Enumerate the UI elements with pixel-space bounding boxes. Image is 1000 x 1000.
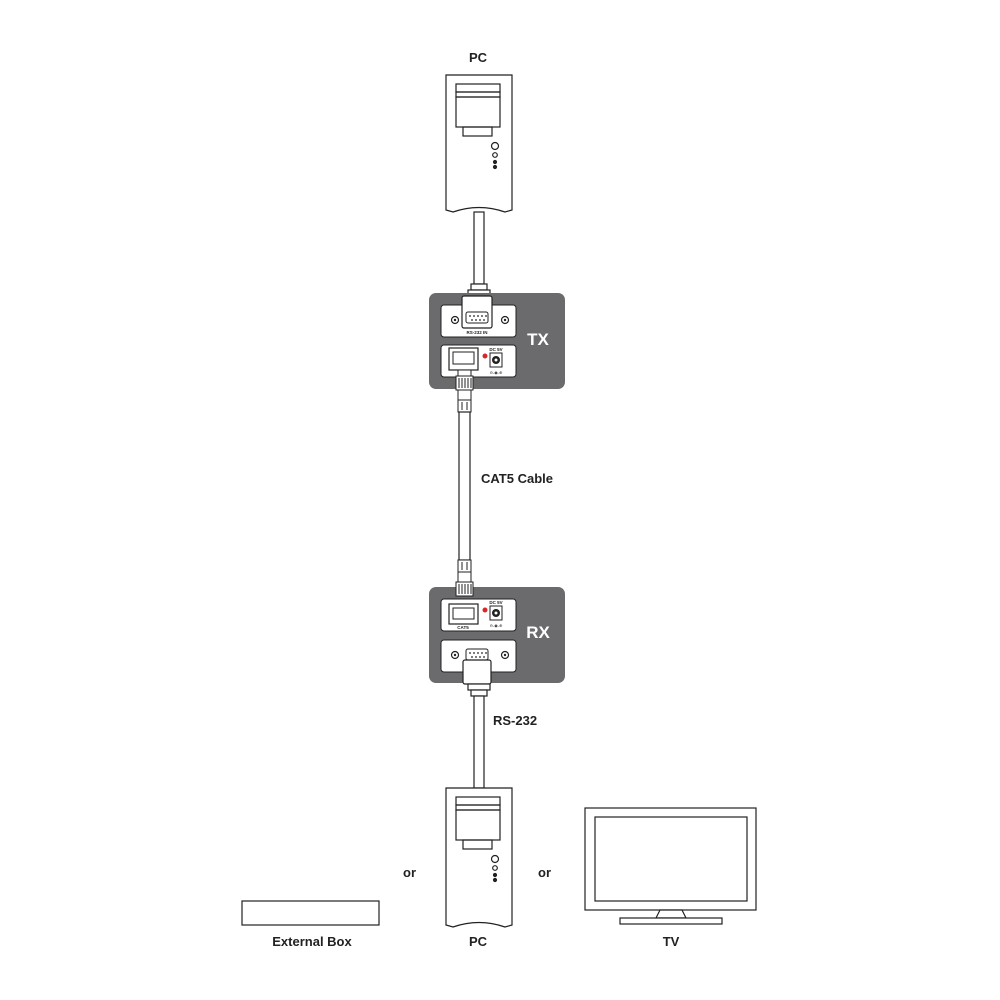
svg-text:⊖-◉-⊕: ⊖-◉-⊕ <box>490 623 503 628</box>
serial-cable-top <box>467 211 491 297</box>
rx-dc5v-text: DC 5V <box>489 600 502 605</box>
rs232-label: RS-232 <box>493 713 538 728</box>
serial-cable-bottom <box>467 683 491 789</box>
svg-text:⊖-◉-⊕: ⊖-◉-⊕ <box>490 370 503 375</box>
tv-label: TV <box>662 934 680 949</box>
pc-top-label: PC <box>468 50 488 65</box>
rx-label: RX <box>526 623 550 642</box>
tx-rs232-in-text: RS-232 IN <box>466 330 487 335</box>
external-box-shape <box>241 900 380 926</box>
cat5-cable-label: CAT5 Cable <box>481 471 553 486</box>
external-box-label: External Box <box>272 934 352 949</box>
rx-unit: CAT5 DC 5V ⊖-◉-⊕ RX <box>429 581 565 685</box>
cat5-cable <box>458 411 471 561</box>
tx-dc5v-text: DC 5V <box>489 347 502 352</box>
cat5-plug-top <box>455 369 474 413</box>
or-right-label: or <box>538 865 551 880</box>
pc-bottom-label: PC <box>468 934 488 949</box>
tx-label: TX <box>527 330 549 349</box>
rx-led <box>482 607 488 613</box>
tv-shape <box>584 807 757 925</box>
tx-unit: RS-232 IN TX DC 5V ⊖-◉-⊕ <box>429 293 565 389</box>
pc-bottom-tower <box>445 787 513 928</box>
or-left-label: or <box>403 865 416 880</box>
rx-cat5-text: CAT5 <box>457 625 469 630</box>
cat5-plug-bottom <box>457 559 472 583</box>
rx-db9-plug <box>462 659 492 685</box>
pc-top-tower <box>445 74 513 213</box>
tx-led <box>482 353 488 359</box>
